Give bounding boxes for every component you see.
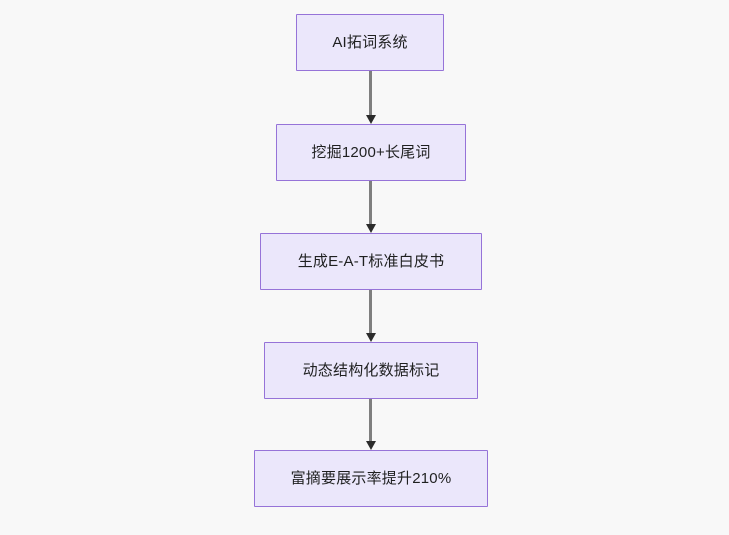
flow-node-dynamic-structured-data-markup[interactable]: 动态结构化数据标记 — [264, 342, 478, 399]
flow-node-label: 动态结构化数据标记 — [302, 361, 440, 379]
arrow-head-icon — [365, 333, 376, 342]
arrow-shaft — [369, 181, 372, 224]
flow-node-label: 生成E-A-T标准白皮书 — [297, 252, 445, 270]
flow-node-label: 挖掘1200+长尾词 — [311, 143, 431, 161]
flow-node-generate-eat-whitepaper[interactable]: 生成E-A-T标准白皮书 — [260, 233, 482, 290]
flow-arrow-node1-to-node2 — [365, 71, 376, 124]
flow-arrow-node4-to-node5 — [365, 399, 376, 450]
flow-arrow-node2-to-node3 — [365, 181, 376, 233]
arrow-head-icon — [365, 224, 376, 233]
arrow-shaft — [369, 399, 372, 441]
arrow-shaft — [369, 290, 372, 333]
arrow-head-icon — [365, 115, 376, 124]
flow-node-label: 富摘要展示率提升210% — [290, 469, 452, 487]
arrow-head-icon — [365, 441, 376, 450]
flow-node-rich-snippet-rate-increase[interactable]: 富摘要展示率提升210% — [254, 450, 488, 507]
flow-arrow-node3-to-node4 — [365, 290, 376, 342]
flow-node-ai-keyword-system[interactable]: AI拓词系统 — [296, 14, 444, 71]
flow-node-label: AI拓词系统 — [332, 33, 408, 51]
flow-node-mine-longtail-keywords[interactable]: 挖掘1200+长尾词 — [276, 124, 466, 181]
arrow-shaft — [369, 71, 372, 115]
